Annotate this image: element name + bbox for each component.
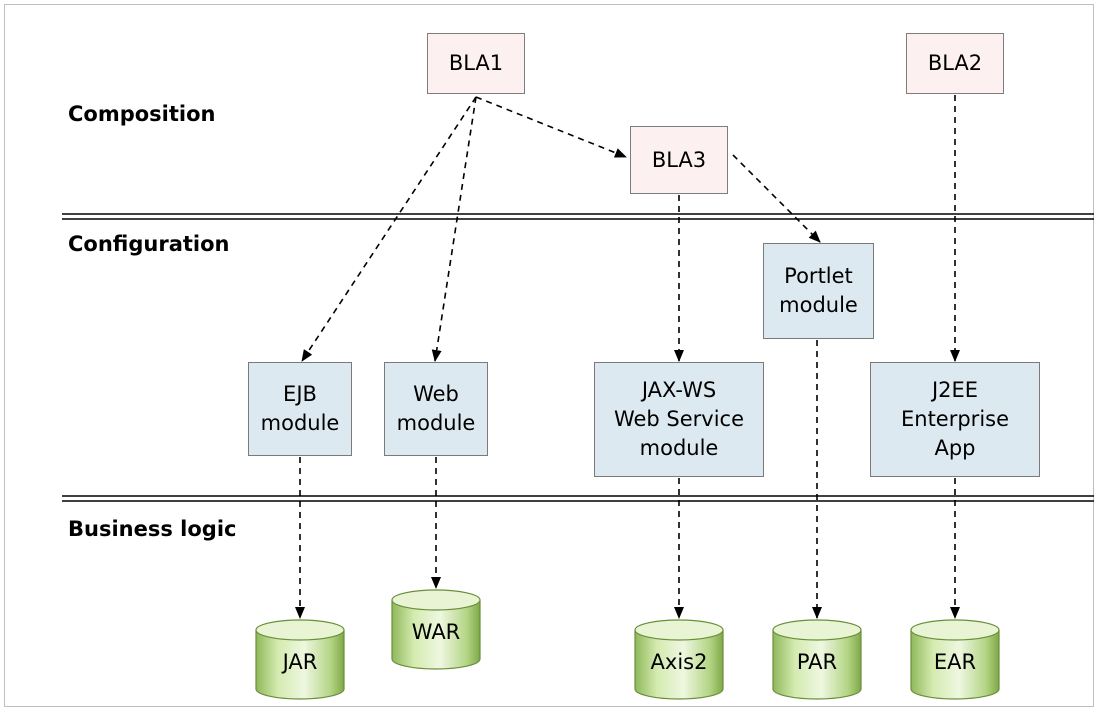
cylinder-icon-par: [772, 619, 862, 700]
cylinder-icon-jar: [255, 619, 345, 700]
artifact-label-war: WAR: [411, 620, 461, 644]
layer-label-configuration: Configuration: [68, 232, 230, 256]
arrow-bla1-to-ejb: [301, 96, 477, 362]
arrow-bla1-to-web: [431, 96, 477, 362]
bla3-box[interactable]: BLA3: [630, 126, 728, 194]
artifact-label-jar: JAR: [282, 650, 318, 674]
cylinder-icon-axis2: [634, 619, 724, 700]
separator-configuration-business-logic: [62, 495, 1094, 502]
artifact-label-par: PAR: [796, 650, 838, 674]
arrow-bla1-to-bla3: [475, 96, 627, 158]
bla1-box[interactable]: BLA1: [427, 33, 525, 94]
j2ee-enterprise-app-box[interactable]: J2EE Enterprise App: [870, 362, 1040, 477]
portlet-module-box[interactable]: Portlet module: [763, 243, 874, 339]
artifact-label-axis2: Axis2: [650, 650, 708, 674]
bla2-box[interactable]: BLA2: [906, 33, 1004, 94]
separator-composition-configuration: [62, 213, 1094, 220]
diagram-frame: [4, 4, 1094, 707]
layer-label-composition: Composition: [68, 102, 216, 126]
layer-label-business-logic: Business logic: [68, 517, 237, 541]
cylinder-icon-war: [391, 589, 481, 670]
web-module-box[interactable]: Web module: [384, 362, 488, 456]
arrow-bla3-to-portlet: [732, 154, 821, 243]
jax-ws-module-box[interactable]: JAX-WS Web Service module: [594, 362, 764, 477]
ejb-module-box[interactable]: EJB module: [248, 362, 352, 456]
cylinder-icon-ear: [910, 619, 1000, 700]
artifact-label-ear: EAR: [933, 650, 977, 674]
